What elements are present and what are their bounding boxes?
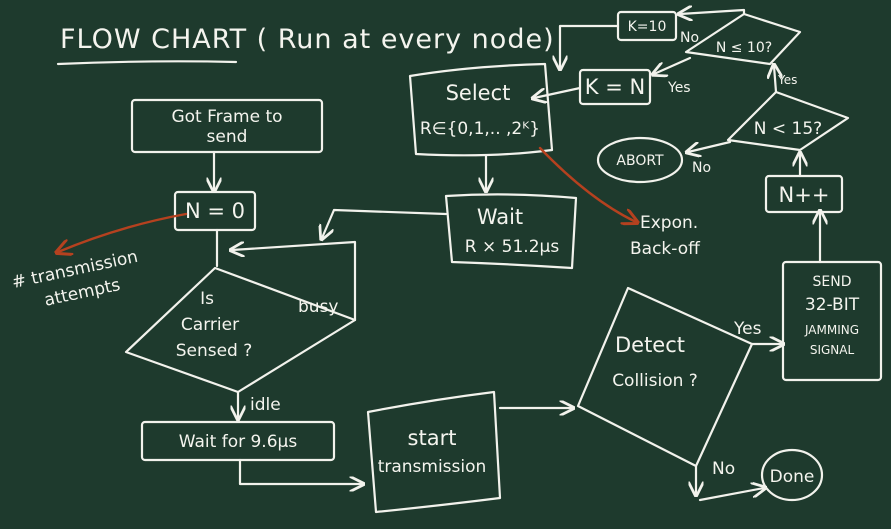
jam-line2: 32-BIT — [805, 295, 860, 315]
n-le10-text: N ≤ 10? — [716, 40, 772, 56]
arrow-yes-kn — [654, 56, 692, 74]
jam-line1: SEND — [813, 274, 852, 290]
got-frame-line1: Got Frame to — [171, 107, 282, 127]
n-inc-text: N++ — [779, 183, 830, 207]
node-detect-collision: Detect Collision ? — [576, 286, 754, 468]
done-text: Done — [770, 467, 815, 487]
node-done: Done — [760, 448, 824, 502]
arrow-wait-r-to-carrier — [322, 208, 448, 238]
label-no-abort: No — [692, 160, 711, 176]
arrow-to-done — [698, 488, 764, 502]
arrow-kn-to-select — [534, 86, 582, 98]
node-wait-r: Wait R × 51.2µs — [444, 193, 578, 270]
arrow-no-abort — [688, 140, 732, 152]
node-n-less-15: N < 15? — [726, 90, 850, 152]
label-no-collision: No — [712, 459, 735, 479]
carrier-line1: Is — [200, 289, 214, 309]
detect-line1: Detect — [615, 333, 685, 357]
k-eq-n-text: K = N — [585, 75, 645, 99]
select-line2: R∈{0,1,.. ,2ᴷ} — [420, 119, 540, 139]
node-wait-9-6: Wait for 9.6µs — [140, 420, 336, 462]
detect-line2: Collision ? — [612, 371, 698, 391]
node-abort: ABORT — [596, 136, 684, 184]
node-n-zero: N = 0 — [173, 190, 257, 232]
node-k-eq-n: K = N — [578, 68, 652, 106]
label-busy: busy — [298, 297, 338, 317]
label-idle: idle — [250, 395, 281, 415]
annotation-transmission-attempts: # transmission attempts — [10, 247, 140, 311]
arrow-wait-to-start — [238, 458, 362, 484]
arrow-transmission-attempts — [58, 212, 188, 252]
carrier-line3: Sensed ? — [176, 341, 253, 361]
annotation-backoff: Expon. Back-off — [630, 213, 701, 259]
node-k-eq-10: K=10 — [616, 10, 678, 42]
n-zero-text: N = 0 — [185, 199, 245, 223]
carrier-line2: Carrier — [181, 315, 239, 335]
backoff-line1: Expon. — [640, 213, 698, 233]
title: FLOW CHART ( Run at every node) — [56, 24, 555, 66]
jam-line4: SIGNAL — [810, 343, 855, 357]
start-tx-line1: start — [408, 426, 457, 450]
got-frame-line2: send — [207, 127, 248, 147]
arrow-k10-to-select — [560, 24, 620, 68]
node-carrier-sensed: Is Carrier Sensed ? — [124, 266, 357, 394]
start-tx-line2: transmission — [378, 457, 487, 477]
jam-line3: JAMMING — [804, 323, 859, 337]
node-jamming-signal: SEND 32-BIT JAMMING SIGNAL — [781, 260, 883, 382]
node-n-increment: N++ — [764, 174, 844, 214]
node-got-frame: Got Frame to send — [130, 98, 324, 154]
node-n-le-10: N ≤ 10? — [684, 12, 802, 66]
arrow-backoff — [538, 146, 636, 222]
wait-r-line2: R × 51.2µs — [465, 237, 560, 257]
wait-96-text: Wait for 9.6µs — [179, 432, 298, 452]
node-select-r: Select R∈{0,1,.. ,2ᴷ} — [408, 62, 554, 157]
backoff-line2: Back-off — [630, 239, 701, 259]
label-yes-n10: Yes — [777, 73, 797, 87]
wait-r-line1: Wait — [477, 205, 523, 229]
label-yes-collision: Yes — [733, 319, 762, 339]
arrow-no-k10 — [680, 10, 746, 14]
label-no-k10: No — [680, 30, 699, 46]
arrow-yes-n10 — [774, 66, 776, 94]
n-lt15-text: N < 15? — [754, 119, 822, 139]
node-start-transmission: start transmission — [366, 390, 502, 514]
arrow-busy-loop — [232, 240, 357, 322]
k-eq-10-text: K=10 — [628, 19, 667, 35]
abort-text: ABORT — [616, 153, 664, 169]
title-text: FLOW CHART ( Run at every node) — [60, 24, 555, 55]
label-yes-kn: Yes — [667, 80, 691, 96]
select-line1: Select — [446, 81, 511, 105]
